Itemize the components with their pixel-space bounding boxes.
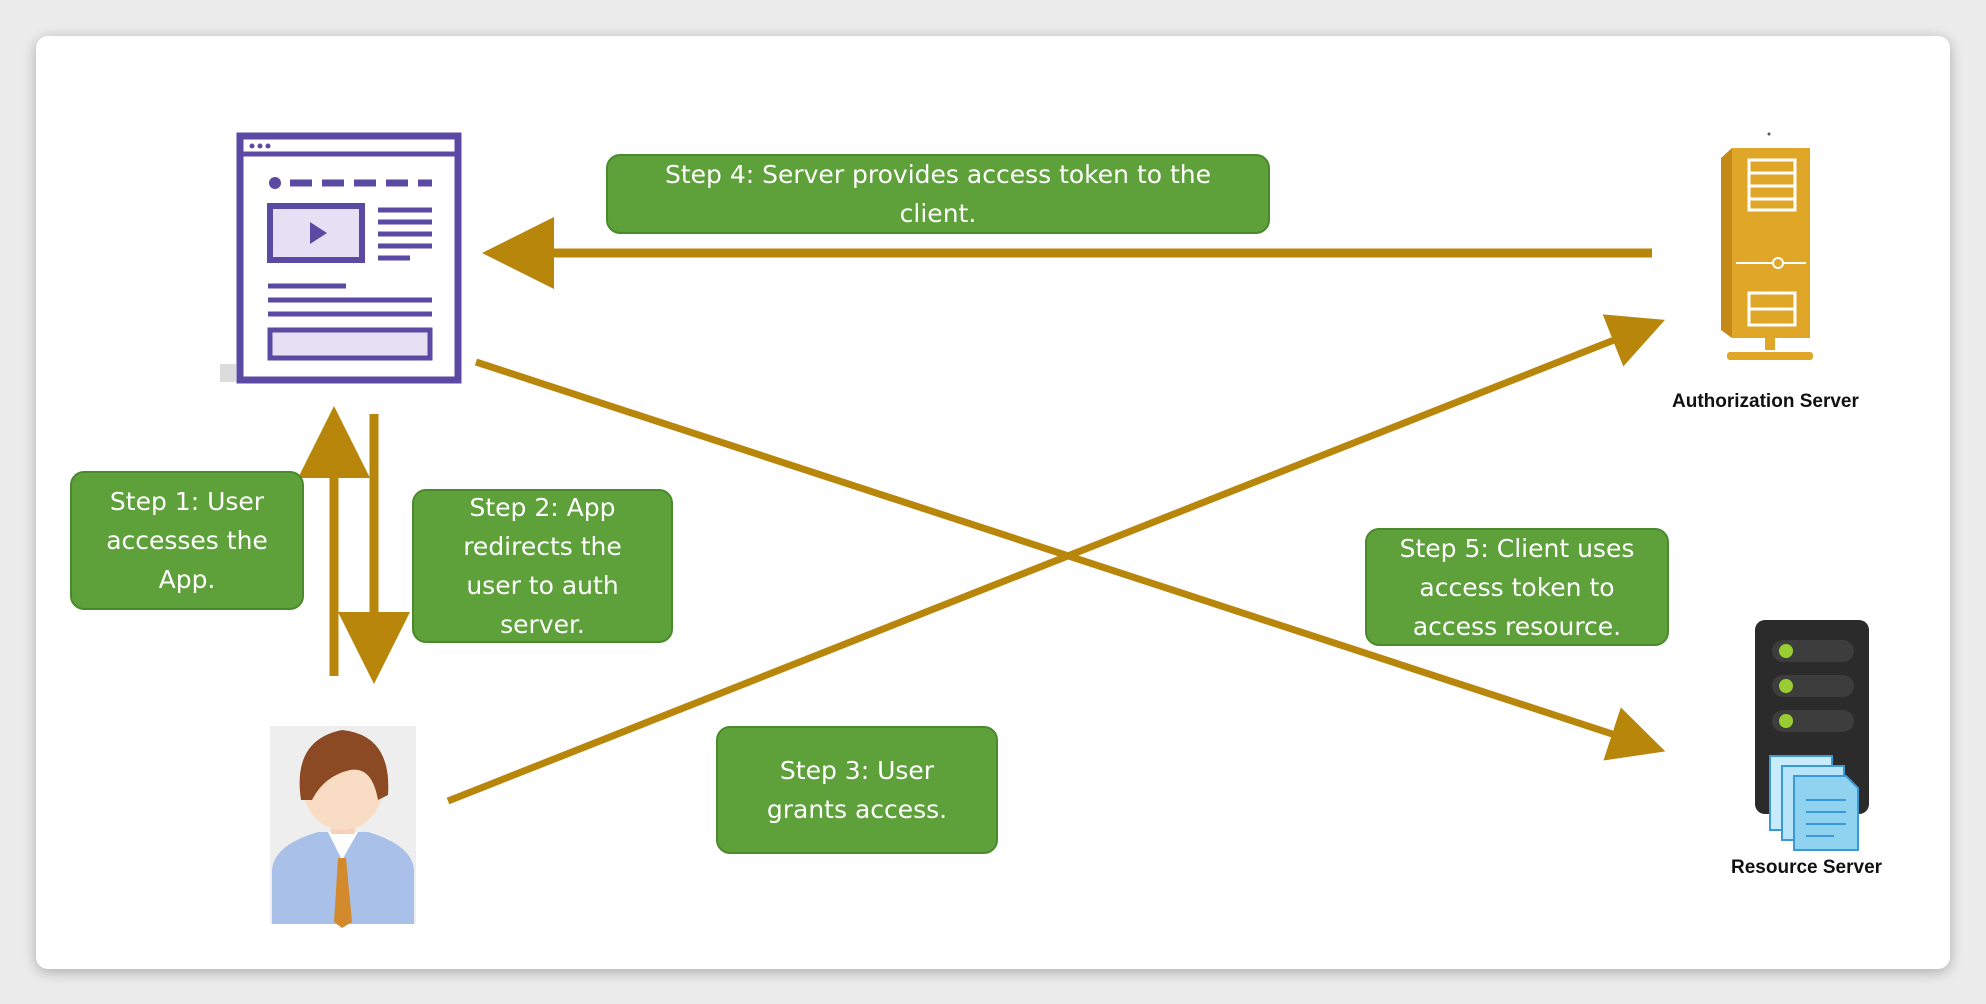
database-server-icon — [1755, 620, 1869, 851]
step-1-box: Step 1: User accesses the App. — [70, 471, 304, 610]
step-5-box: Step 5: Client uses access token to acce… — [1365, 528, 1669, 646]
resource-server-label: Resource Server — [1731, 857, 1883, 878]
step-3-box: Step 3: User grants access. — [716, 726, 998, 854]
edge-step-5-arrow — [474, 358, 1666, 761]
edge-step-3-arrow — [446, 314, 1666, 805]
authorization-server-label: Authorization Server — [1672, 391, 1859, 412]
server-tower-icon — [1721, 132, 1813, 360]
step-4-box: Step 4: Server provides access token to … — [606, 154, 1270, 234]
step-2-box: Step 2: App redirects the user to auth s… — [412, 489, 673, 643]
browser-window-icon — [220, 132, 462, 384]
user-avatar-icon — [270, 726, 416, 928]
